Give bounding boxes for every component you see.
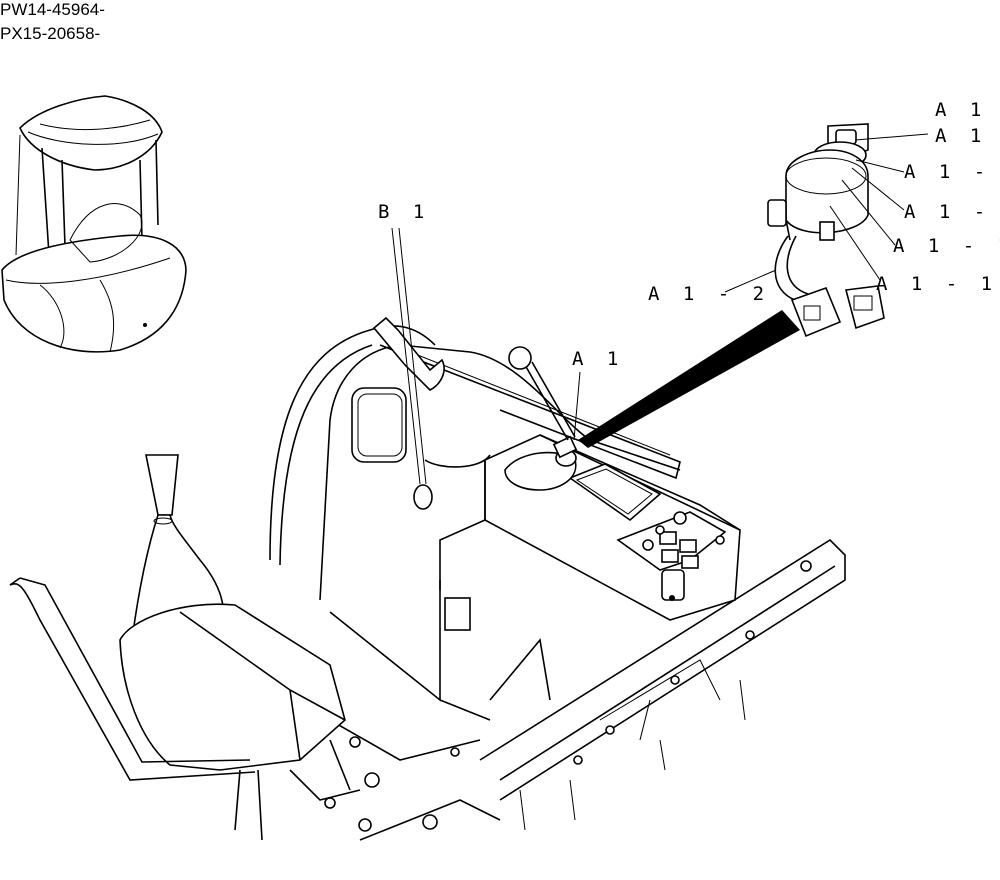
callout-a1-2: A 1 - 2 bbox=[648, 283, 770, 305]
callout-b1: B 1 bbox=[378, 201, 430, 223]
serial-range-2: PX15-20658- bbox=[0, 24, 101, 43]
callout-a1-1d: A 1 - 1 D bbox=[893, 235, 1000, 257]
callout-a1-1-first: A 1 - 1 bbox=[904, 161, 1000, 183]
leader-lines bbox=[391, 133, 929, 485]
console-assembly bbox=[249, 316, 846, 841]
callout-a1-1a: A 1 - 1 A bbox=[876, 273, 1000, 295]
seat-and-joystick bbox=[9, 454, 361, 841]
callout-a1-1-second: A 1 - 1 bbox=[904, 201, 1000, 223]
cab-thumbnail bbox=[1, 95, 187, 353]
callout-a1-top-1: A 1 - bbox=[935, 99, 1000, 121]
callout-a1-top-2: A 1 - bbox=[935, 125, 1000, 147]
serial-range-1: PW14-45964- bbox=[0, 0, 105, 19]
callout-a1: A 1 bbox=[572, 348, 624, 370]
callout-labels: B 1 A 1 A 1 - A 1 - A 1 - 1 A 1 - 1 A 1 … bbox=[378, 99, 1000, 370]
key-switch-detail bbox=[578, 123, 885, 448]
